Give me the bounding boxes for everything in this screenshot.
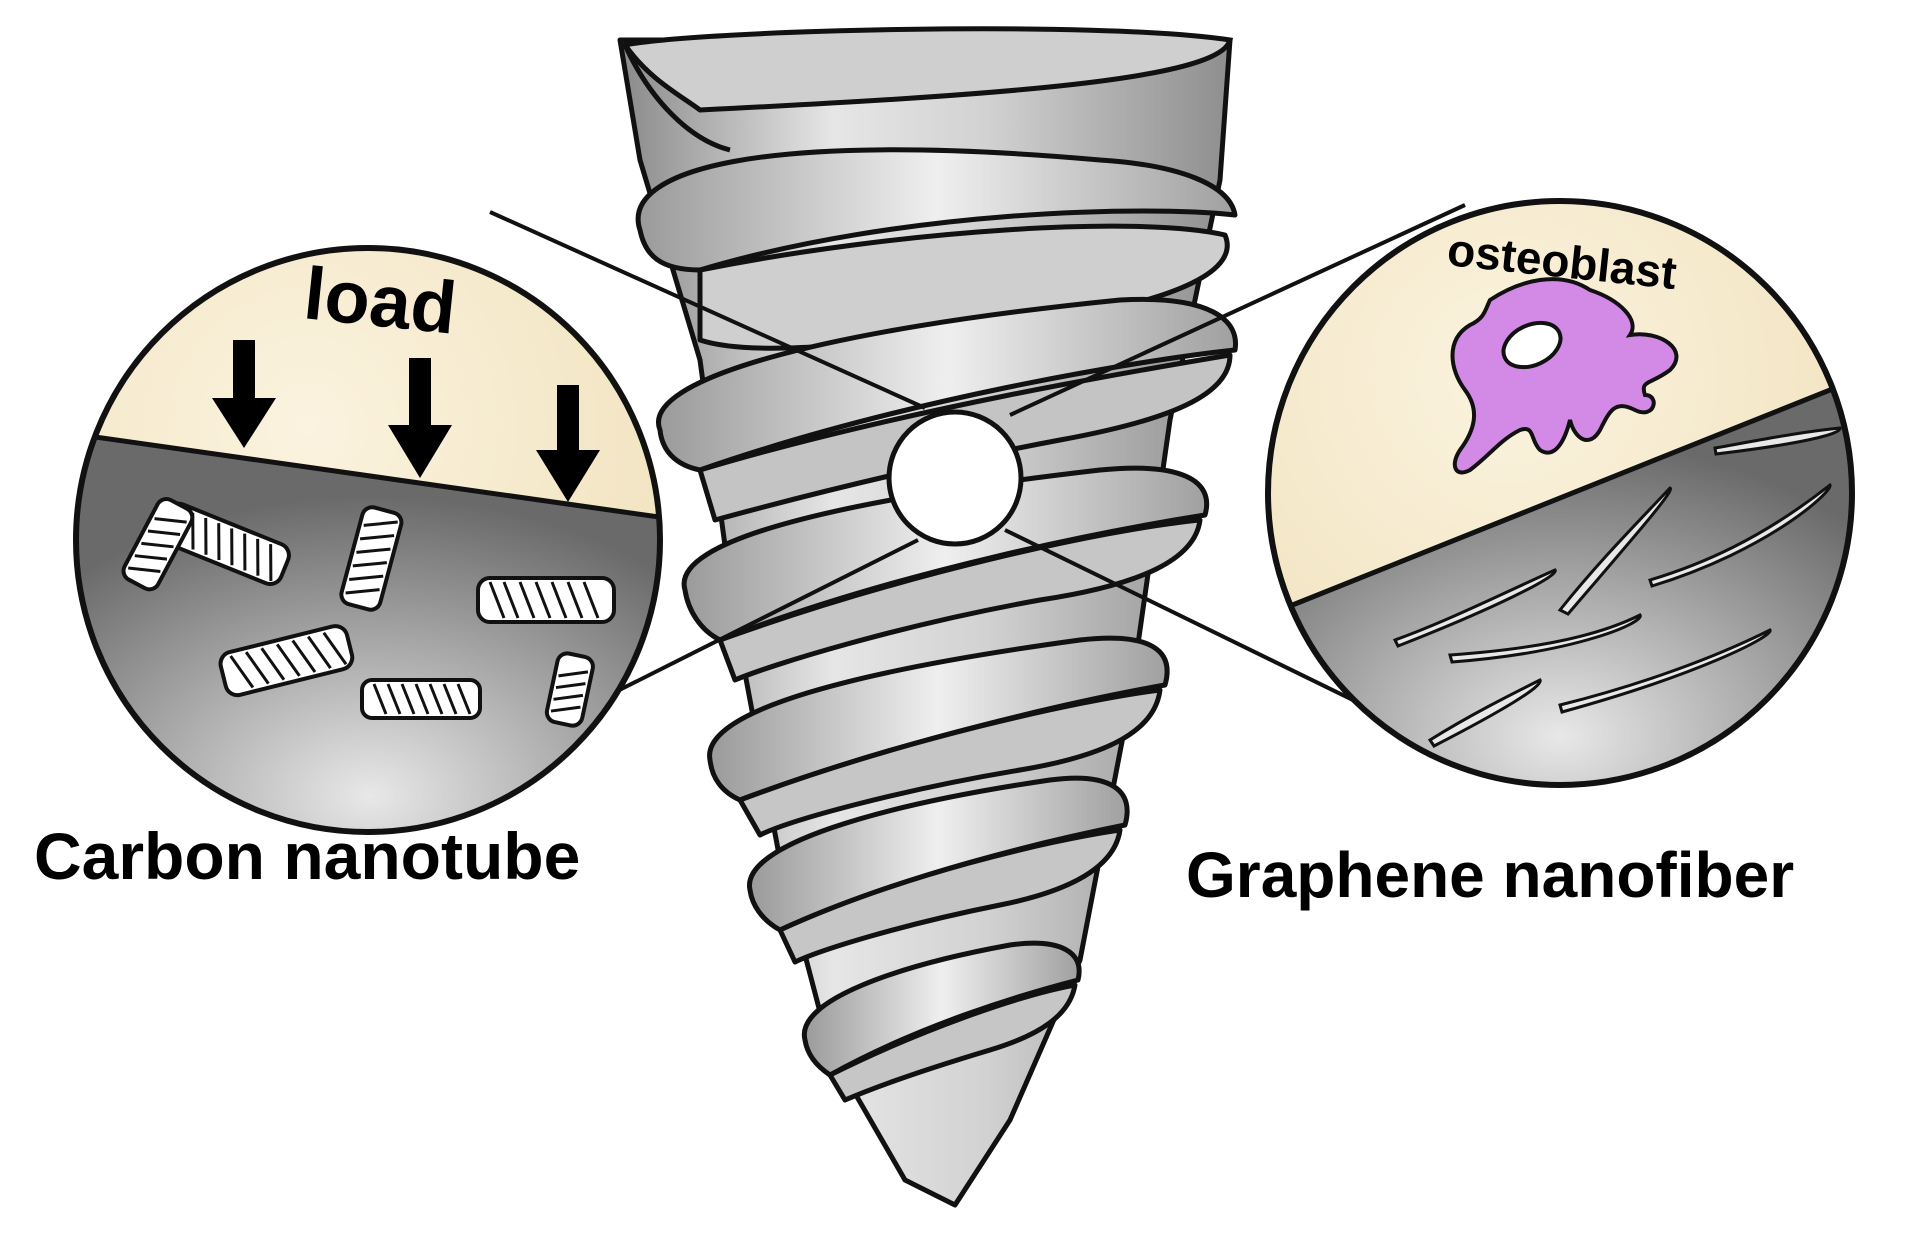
carbon-nanotube-inset: load (60, 240, 680, 860)
carbon-nanotube-icon (478, 578, 614, 622)
focus-circle (889, 412, 1021, 544)
graphene-nanofiber-inset: osteoblast (1260, 190, 1880, 810)
bone-screw (620, 29, 1236, 1205)
carbon-nanotube-icon (362, 680, 480, 718)
graphene-nanofiber-caption: Graphene nanofiber (1186, 838, 1794, 912)
load-label: load (300, 251, 460, 349)
carbon-nanotube-caption: Carbon nanotube (34, 818, 580, 894)
